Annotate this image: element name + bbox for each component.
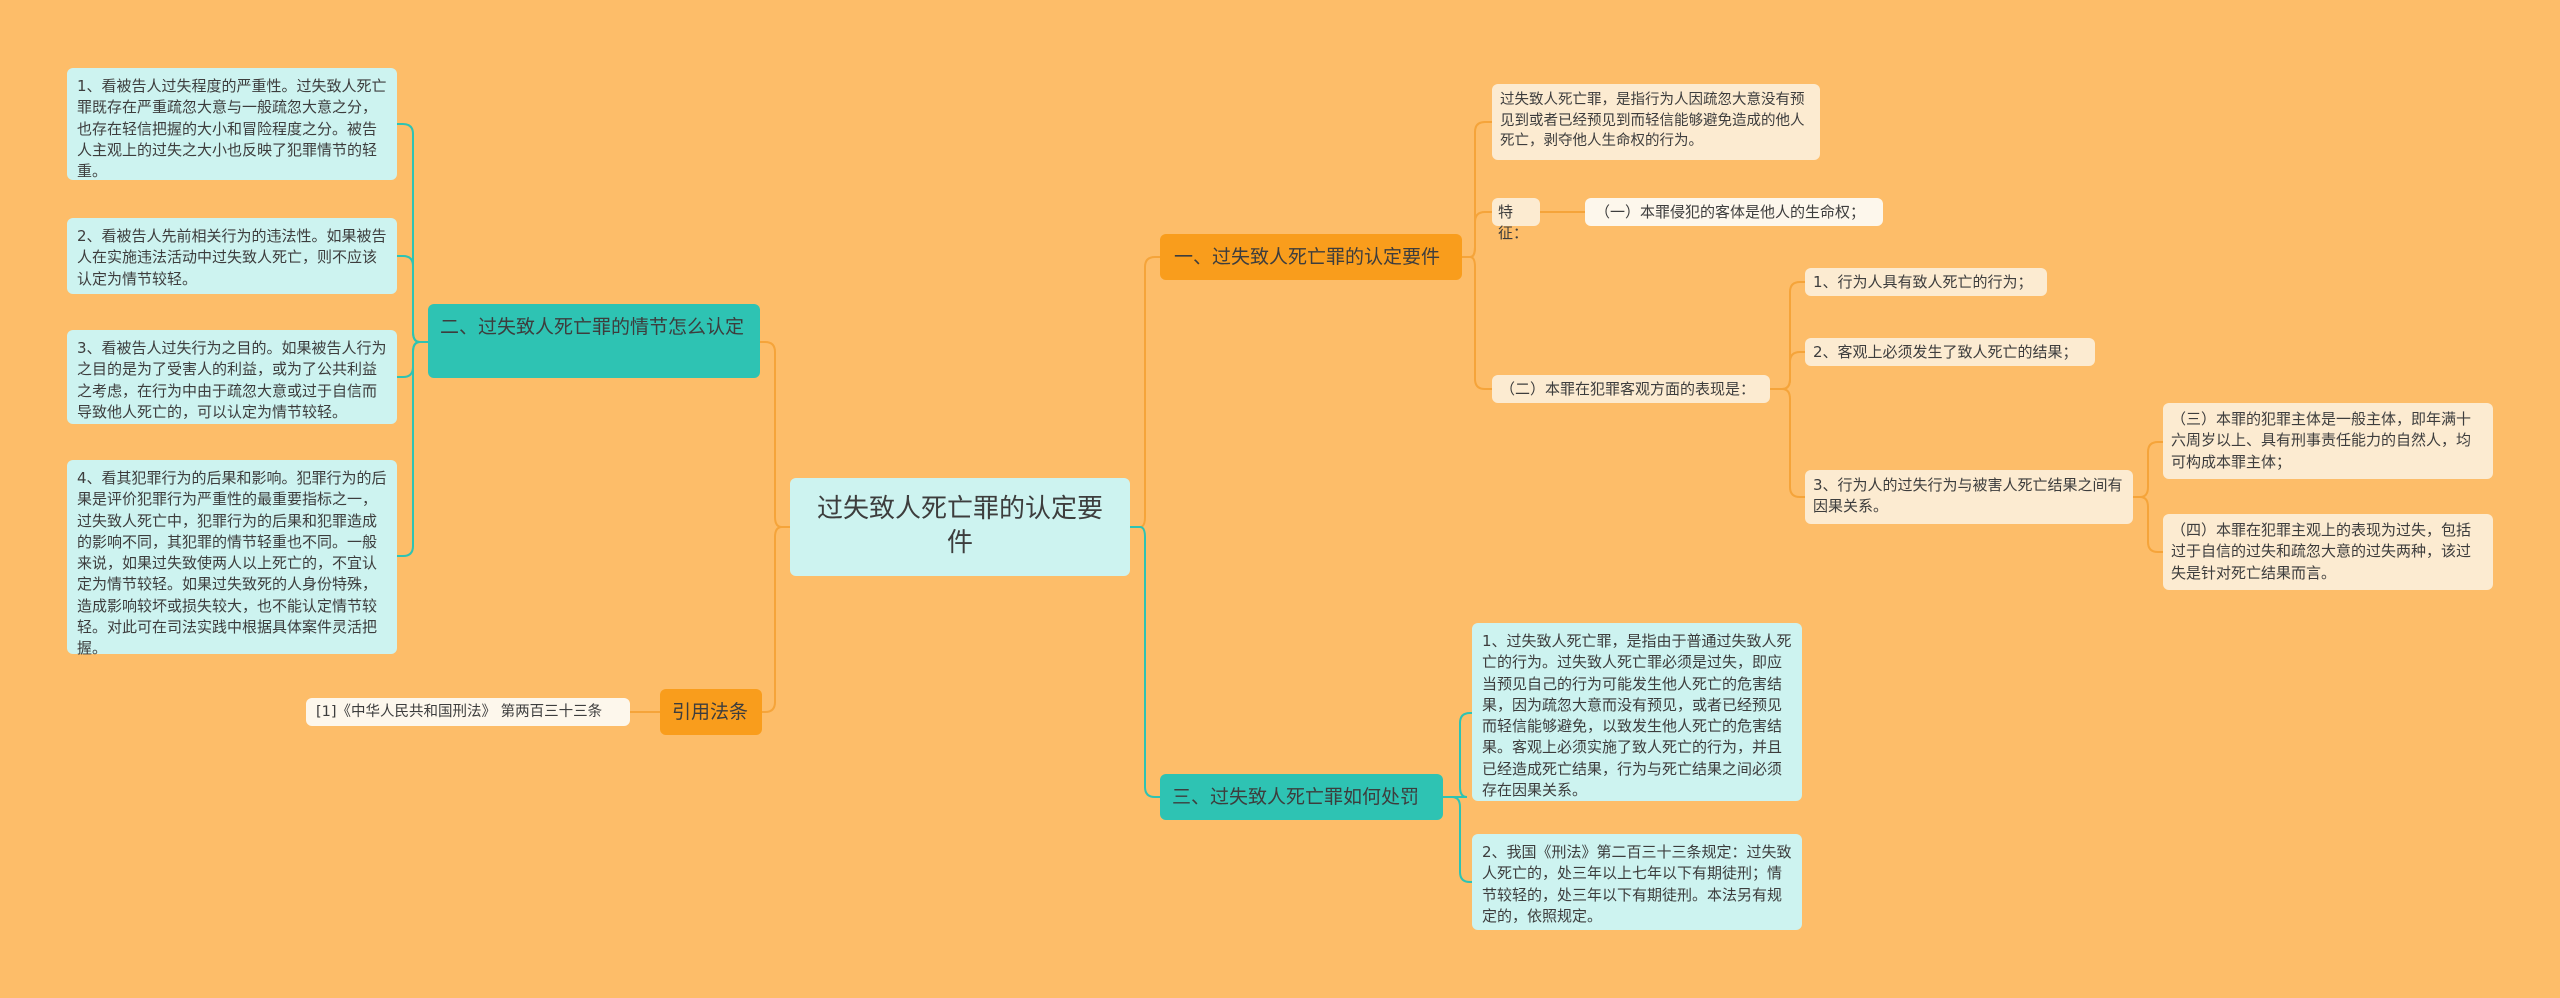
- circumstance-item-4[interactable]: 4、看其犯罪行为的后果和影响。犯罪行为的后果是评价犯罪行为严重性的最重要指标之一…: [67, 460, 397, 658]
- link-b2-item2: [397, 255, 428, 343]
- subjective-node[interactable]: （四）本罪在犯罪主观上的表现为过失，包括过于自信的过失和疏忽大意的过失两种，该过…: [2163, 514, 2493, 590]
- root-topic-label: 过失致人死亡罪的认定要件: [816, 494, 1103, 558]
- definition-node[interactable]: 过失致人死亡罪，是指行为人因疏忽大意没有预见到或者已经预见到而轻信能够避免造成的…: [1492, 84, 1820, 160]
- objective-item-2[interactable]: 2、客观上必须发生了致人死亡的结果；: [1805, 338, 2095, 366]
- link-b1-definition: [1462, 121, 1492, 258]
- objective-item-1[interactable]: 1、行为人具有致人死亡的行为；: [1805, 268, 2047, 296]
- punishment-item-1[interactable]: 1、过失致人死亡罪，是指由于普通过失致人死亡的行为。过失致人死亡罪必须是过失，即…: [1472, 623, 1802, 801]
- punishment-item-1-text: 1、过失致人死亡罪，是指由于普通过失致人死亡的行为。过失致人死亡罪必须是过失，即…: [1482, 632, 1792, 800]
- objective-label-node[interactable]: （二）本罪在犯罪客观方面的表现是：: [1492, 375, 1770, 403]
- objective-item-3[interactable]: 3、行为人的过失行为与被害人死亡结果之间有因果关系。: [1805, 470, 2133, 524]
- link-obj3-subjective: [2133, 496, 2163, 553]
- link-b3-item1: [1443, 712, 1472, 798]
- branch-recognition-requirements[interactable]: 一、过失致人死亡罪的认定要件: [1160, 234, 1462, 280]
- link-obj3-subject: [2133, 441, 2163, 498]
- branch-recognition-label: 一、过失致人死亡罪的认定要件: [1174, 246, 1441, 268]
- punishment-item-2-text: 2、我国《刑法》第二百三十三条规定：过失致人死亡的，处三年以上七年以下有期徒刑；…: [1482, 843, 1792, 925]
- objective-label-text: （二）本罪在犯罪客观方面的表现是：: [1500, 380, 1756, 398]
- circumstance-item-2[interactable]: 2、看被告人先前相关行为的违法性。如果被告人在实施违法活动中过失致人死亡，则不应…: [67, 218, 397, 294]
- subject-node[interactable]: （三）本罪的犯罪主体是一般主体，即年满十六周岁以上、具有刑事责任能力的自然人，均…: [2163, 403, 2493, 479]
- subject-text: （三）本罪的犯罪主体是一般主体，即年满十六周岁以上、具有刑事责任能力的自然人，均…: [2171, 410, 2472, 471]
- feature-label-text: 特征：: [1498, 203, 1529, 243]
- root-topic[interactable]: 过失致人死亡罪的认定要件: [790, 478, 1130, 576]
- link-obj-3: [1770, 388, 1805, 498]
- feature-object-text: （一）本罪侵犯的客体是他人的生命权；: [1595, 203, 1866, 221]
- link-b1-feature: [1462, 211, 1492, 258]
- circumstance-item-3[interactable]: 3、看被告人过失行为之目的。如果被告人行为之目的是为了受害人的利益，或为了公共利…: [67, 330, 397, 424]
- feature-object-node[interactable]: （一）本罪侵犯的客体是他人的生命权；: [1585, 198, 1883, 226]
- link-root-branch3: [1130, 526, 1160, 798]
- objective-item-3-text: 3、行为人的过失行为与被害人死亡结果之间有因果关系。: [1813, 476, 2123, 516]
- link-obj-2: [1770, 351, 1805, 390]
- link-b3-item2: [1443, 796, 1472, 883]
- link-root-branch4: [762, 526, 790, 713]
- link-root-branch1: [1130, 256, 1160, 528]
- circumstance-item-1[interactable]: 1、看被告人过失程度的严重性。过失致人死亡罪既存在严重疏忽大意与一般疏忽大意之分…: [67, 68, 397, 180]
- punishment-item-2[interactable]: 2、我国《刑法》第二百三十三条规定：过失致人死亡的，处三年以上七年以下有期徒刑；…: [1472, 834, 1802, 930]
- branch-cited-law[interactable]: 引用法条: [660, 689, 762, 735]
- link-b2-item4: [397, 341, 428, 557]
- branch-cited-law-label: 引用法条: [672, 701, 749, 723]
- branch-circumstances-label: 二、过失致人死亡罪的情节怎么认定: [440, 316, 745, 338]
- definition-text: 过失致人死亡罪，是指行为人因疏忽大意没有预见到或者已经预见到而轻信能够避免造成的…: [1500, 92, 1805, 150]
- link-b1-objective: [1462, 256, 1492, 390]
- feature-label-node[interactable]: 特征：: [1492, 198, 1540, 242]
- subjective-text: （四）本罪在犯罪主观上的表现为过失，包括过于自信的过失和疏忽大意的过失两种，该过…: [2171, 521, 2472, 582]
- branch-circumstances[interactable]: 二、过失致人死亡罪的情节怎么认定: [428, 304, 760, 378]
- link-root-branch2: [760, 341, 790, 528]
- circumstance-item-3-text: 3、看被告人过失行为之目的。如果被告人行为之目的是为了受害人的利益，或为了公共利…: [77, 339, 387, 421]
- circumstance-item-2-text: 2、看被告人先前相关行为的违法性。如果被告人在实施违法活动中过失致人死亡，则不应…: [77, 227, 387, 288]
- objective-item-2-text: 2、客观上必须发生了致人死亡的结果；: [1813, 343, 2078, 361]
- objective-item-1-text: 1、行为人具有致人死亡的行为；: [1813, 273, 2033, 291]
- branch-punishment-label: 三、过失致人死亡罪如何处罚: [1172, 786, 1420, 808]
- cited-law-item[interactable]: [1]《中华人民共和国刑法》 第两百三十三条: [306, 698, 630, 726]
- branch-punishment[interactable]: 三、过失致人死亡罪如何处罚: [1160, 774, 1443, 820]
- link-obj-1: [1770, 281, 1805, 390]
- cited-law-item-text: [1]《中华人民共和国刑法》 第两百三十三条: [316, 704, 603, 720]
- circumstance-item-4-text: 4、看其犯罪行为的后果和影响。犯罪行为的后果是评价犯罪行为严重性的最重要指标之一…: [77, 469, 387, 658]
- circumstance-item-1-text: 1、看被告人过失程度的严重性。过失致人死亡罪既存在严重疏忽大意与一般疏忽大意之分…: [77, 77, 387, 181]
